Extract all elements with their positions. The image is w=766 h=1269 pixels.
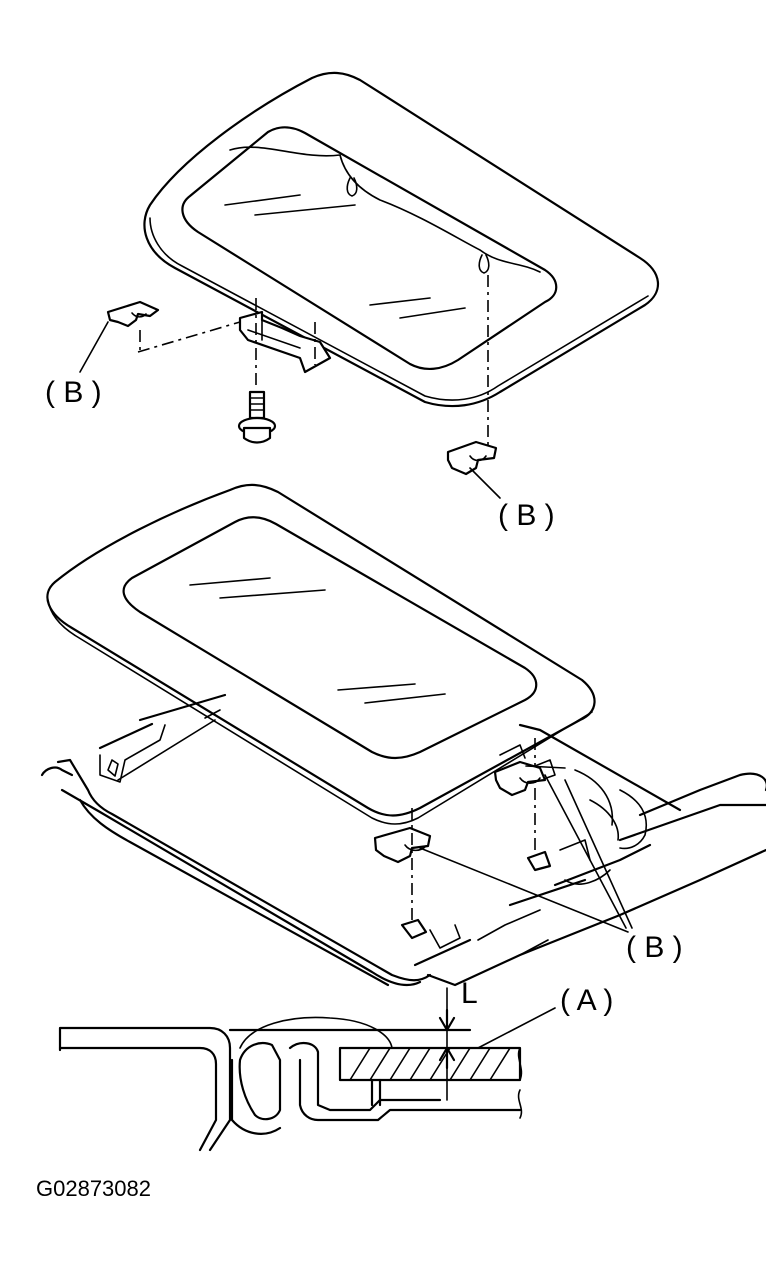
lower-clips (373, 738, 633, 940)
leader-b-upper-right (469, 467, 501, 499)
leader-b-lower-1 (419, 847, 629, 933)
bolt-icon (237, 390, 277, 444)
leader-b-lower-3 (564, 779, 633, 929)
label-a: ( A ) (560, 984, 613, 1017)
label-b-lower-right: ( B ) (626, 931, 683, 964)
leader-a (477, 1007, 556, 1049)
roof-frame (40, 693, 766, 987)
label-b-upper-right: ( B ) (498, 499, 555, 532)
cross-section-detail (58, 987, 556, 1152)
label-b-upper-left: ( B ) (45, 376, 102, 409)
leader-b-upper-left (79, 321, 109, 373)
figure-code: G02873082 (36, 1176, 151, 1201)
upper-clips (106, 275, 498, 476)
lower-glass-panel (46, 483, 596, 825)
leader-b-lower-2 (544, 774, 627, 929)
label-l-dimension: L (461, 977, 478, 1010)
upper-glass-panel (143, 71, 660, 408)
